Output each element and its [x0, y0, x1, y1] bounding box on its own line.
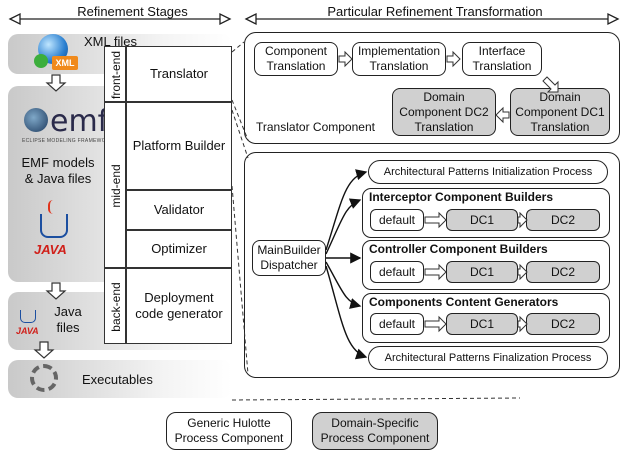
deployment-stage[interactable]: Deployment code generator [126, 268, 232, 344]
stage-panel-links [231, 41, 521, 401]
interceptor-default-pill[interactable]: default [370, 209, 424, 231]
controller-builders-title: Controller Component Builders [369, 242, 548, 256]
java-cup-icon [40, 214, 68, 238]
header-particular-transformation: Particular Refinement Transformation [327, 4, 543, 19]
header-refinement-stages: Refinement Stages [77, 4, 188, 19]
java-small-logo: JAVA [16, 326, 39, 336]
controller-default-pill[interactable]: default [370, 261, 424, 283]
mainbuilder-dispatcher-box[interactable]: MainBuilder Dispatcher [252, 240, 326, 276]
java-files-label: Java files [54, 304, 82, 335]
legend-specific-box: Domain-Specific Process Component [312, 412, 438, 450]
mid-end-phase: mid-end [104, 102, 126, 268]
dc2-translation-box[interactable]: Domain Component DC2 Translation [392, 88, 496, 136]
front-end-phase: front-end [104, 46, 126, 102]
content-dc1-pill[interactable]: DC1 [446, 313, 518, 335]
controller-dc1-pill[interactable]: DC1 [446, 261, 518, 283]
green-arrow-icon [34, 54, 48, 68]
implementation-translation-box[interactable]: Implementation Translation [352, 42, 446, 76]
optimizer-stage[interactable]: Optimizer [126, 230, 232, 268]
legend-generic-box: Generic Hulotte Process Component [166, 412, 292, 450]
content-generators-title: Components Content Generators [369, 295, 559, 309]
emf-models-label: EMF models & Java files [21, 155, 95, 186]
final-process-box[interactable]: Architectural Patterns Finalization Proc… [368, 346, 608, 370]
java-small-cup-icon [20, 310, 36, 323]
translator-stage[interactable]: Translator [126, 46, 232, 102]
emf-tagline: ECLIPSE MODELING FRAMEWORK [22, 138, 114, 144]
content-default-pill[interactable]: default [370, 313, 424, 335]
dc1-translation-box[interactable]: Domain Component DC1 Translation [510, 88, 610, 136]
content-dc2-pill[interactable]: DC2 [526, 313, 600, 335]
executables-label: Executables [82, 372, 153, 387]
validator-stage[interactable]: Validator [126, 190, 232, 230]
dispatcher-arrows [325, 169, 368, 360]
java-steam-icon [48, 200, 58, 214]
init-process-box[interactable]: Architectural Patterns Initialization Pr… [368, 160, 608, 184]
xml-files-label: XML files [84, 34, 137, 49]
header-right-arrow [244, 12, 620, 26]
interceptor-builders-title: Interceptor Component Builders [369, 190, 554, 204]
back-end-phase: back-end [104, 268, 126, 344]
pill-chain-arrows [424, 211, 528, 333]
java-logo-text: JAVA [34, 242, 67, 257]
xml-badge-icon: XML [52, 56, 78, 70]
translator-component-label: Translator Component [256, 120, 375, 134]
emf-logo-text: emf [50, 104, 109, 139]
controller-dc2-pill[interactable]: DC2 [526, 261, 600, 283]
platform-builder-stage[interactable]: Platform Builder [126, 102, 232, 190]
emf-logo-icon [24, 108, 48, 132]
gears-icon [30, 364, 58, 392]
interface-translation-box[interactable]: Interface Translation [462, 42, 542, 76]
header-left-arrow [8, 12, 232, 26]
translator-flow-arrows [338, 50, 559, 124]
component-translation-box[interactable]: Component Translation [254, 42, 338, 76]
left-down-arrows [33, 74, 67, 359]
